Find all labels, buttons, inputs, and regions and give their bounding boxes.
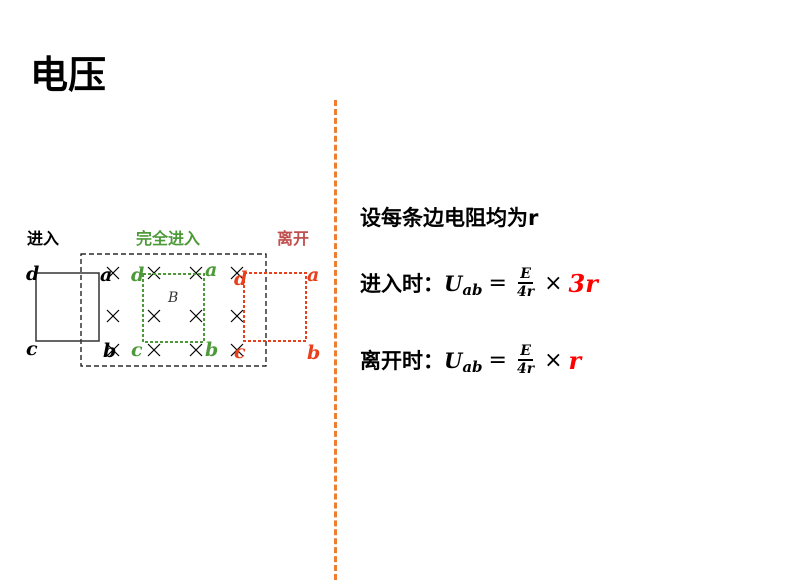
corner-d: d	[234, 268, 247, 290]
formula-label: 离开时：	[360, 349, 444, 373]
field-cross-icon	[189, 309, 203, 323]
magnetic-field-region	[80, 253, 267, 367]
times-sign: ×	[544, 270, 563, 296]
coil-entering	[35, 272, 100, 342]
field-cross-icon	[106, 343, 120, 357]
corner-c: c	[26, 338, 38, 360]
corner-c: c	[234, 341, 246, 363]
field-cross-icon	[106, 266, 120, 280]
field-cross-icon	[147, 343, 161, 357]
stage-label-leave: 离开	[277, 229, 309, 248]
field-cross-icon	[230, 309, 244, 323]
result-value: 3r	[568, 268, 598, 298]
field-cross-icon	[189, 343, 203, 357]
assumption-text: 设每条边电阻均为r	[360, 206, 539, 230]
corner-b: b	[205, 339, 218, 361]
field-cross-icon	[230, 343, 244, 357]
corner-b: b	[103, 340, 116, 362]
corner-d: d	[131, 264, 144, 286]
corner-a: a	[205, 259, 217, 281]
result-value: r	[568, 345, 582, 375]
voltage-subscript: ab	[462, 281, 483, 299]
equals-sign: =	[488, 347, 507, 373]
corner-a: a	[307, 264, 319, 286]
stage-label-enter: 进入	[27, 229, 59, 248]
corner-b: b	[307, 342, 320, 364]
field-cross-icon	[147, 309, 161, 323]
coil-fully-inside	[142, 273, 205, 343]
stage-label-full: 完全进入	[136, 229, 200, 248]
equals-sign: =	[488, 270, 507, 296]
voltage-subscript: ab	[462, 358, 483, 376]
coil-leaving	[243, 272, 307, 342]
slide-title: 电压	[30, 53, 107, 97]
formula-label: 进入时：	[360, 272, 444, 296]
voltage-symbol: U	[444, 270, 463, 296]
corner-a: a	[100, 264, 112, 286]
field-cross-icon	[106, 309, 120, 323]
times-sign: ×	[544, 347, 563, 373]
field-cross-icon	[230, 266, 244, 280]
corner-d: d	[26, 263, 39, 285]
corner-c: c	[131, 339, 143, 361]
divider-line	[334, 100, 337, 580]
induction-diagram: 进入 完全进入 离开 B d a c b d a c b d a c b	[26, 229, 320, 367]
voltage-symbol: U	[444, 347, 463, 373]
field-label: B	[167, 290, 178, 306]
